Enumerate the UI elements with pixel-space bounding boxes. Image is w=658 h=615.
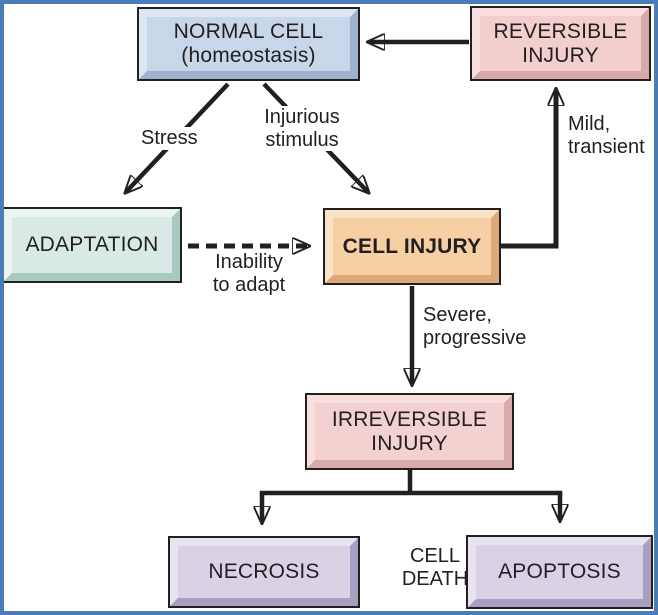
box-adaptation-label: ADAPTATION (25, 233, 159, 257)
box-bevel: NORMAL CELL (homeostasis) (139, 9, 358, 79)
box-apoptosis: APOPTOSIS (466, 535, 653, 609)
box-normal-cell: NORMAL CELL (homeostasis) (137, 7, 360, 81)
box-irreversible-injury-label: IRREVERSIBLE INJURY (331, 407, 488, 455)
box-bevel: IRREVERSIBLE INJURY (307, 395, 512, 468)
box-bevel: APOPTOSIS (468, 537, 651, 607)
label-inability-to-adapt: Inability to adapt (212, 251, 286, 296)
box-normal-cell-label: NORMAL CELL (homeostasis) (173, 20, 324, 67)
box-reversible-injury-label: REVERSIBLE INJURY (493, 19, 628, 67)
box-cell-injury: CELL INJURY (323, 208, 501, 285)
box-bevel: ADAPTATION (4, 209, 180, 281)
arrow-mild-transient (501, 90, 556, 249)
box-bevel: NECROSIS (170, 538, 358, 606)
label-mild-transient: Mild, transient (568, 113, 645, 158)
box-bevel: CELL INJURY (325, 210, 499, 283)
label-cell-death: CELL DEATH (401, 545, 469, 590)
box-bevel: REVERSIBLE INJURY (472, 8, 649, 79)
label-severe-progressive: Severe, progressive (423, 304, 527, 349)
box-cell-injury-label: CELL INJURY (342, 234, 482, 258)
box-reversible-injury: REVERSIBLE INJURY (470, 6, 651, 81)
box-irreversible-injury: IRREVERSIBLE INJURY (305, 393, 514, 470)
label-injurious-stimulus: Injurious stimulus (240, 106, 364, 152)
label-stress: Stress (138, 127, 201, 150)
box-adaptation: ADAPTATION (2, 207, 182, 283)
box-apoptosis-label: APOPTOSIS (498, 560, 621, 584)
box-necrosis: NECROSIS (168, 536, 360, 608)
box-necrosis-label: NECROSIS (208, 560, 320, 584)
